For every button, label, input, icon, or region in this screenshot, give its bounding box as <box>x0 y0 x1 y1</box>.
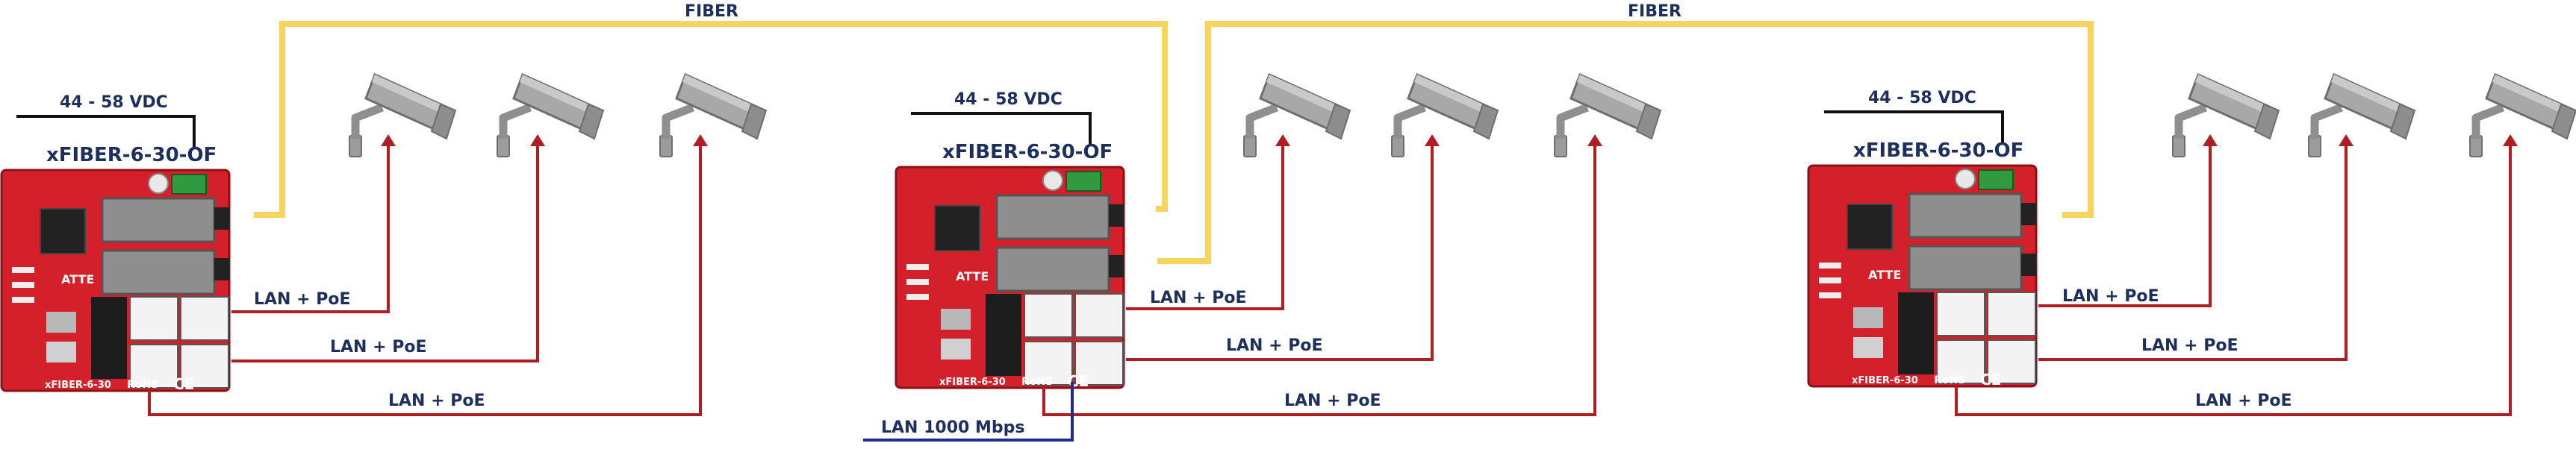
poe-line-3c <box>1955 142 2512 416</box>
camera-icon <box>1555 75 1661 157</box>
rohs-mark-3: RoHS <box>1934 374 1965 386</box>
uplink-line <box>863 382 1074 442</box>
poe-line-2b <box>1126 142 1434 361</box>
power-line-2 <box>911 112 1092 146</box>
poe-line-1b <box>231 142 539 362</box>
device-label-2: xFIBER-6-30-OF <box>942 141 1113 163</box>
board-print-3: xFIBER-6-30 <box>1852 375 1918 386</box>
camera-icon <box>2470 75 2576 157</box>
brand-logo-2: ATTE <box>956 269 989 283</box>
poe-lines <box>148 142 2512 416</box>
switch-board-1 <box>0 169 231 392</box>
poe-line-2a <box>1126 142 1284 310</box>
board-print-2: xFIBER-6-30 <box>939 377 1006 388</box>
poe-line-1c <box>148 142 702 416</box>
camera-icon <box>497 75 603 157</box>
brand-logo-3: ATTE <box>1868 268 1901 282</box>
poe-label-1c: LAN + PoE <box>388 392 485 410</box>
power-label-3: 44 - 58 VDC <box>1868 89 1976 107</box>
poe-label-1b: LAN + PoE <box>330 338 426 357</box>
fiber-link-1 <box>254 21 1168 218</box>
camera-icon <box>349 75 455 157</box>
switch-board-3 <box>1807 164 2038 388</box>
poe-label-1a: LAN + PoE <box>254 290 350 309</box>
camera-icon <box>1392 75 1498 157</box>
brand-logo-1: ATTE <box>61 272 94 286</box>
device-label-3: xFIBER-6-30-OF <box>1853 139 2023 162</box>
power-line-3 <box>1824 110 2004 143</box>
device-label-1: xFIBER-6-30-OF <box>46 144 217 166</box>
poe-arrowheads <box>381 134 2518 146</box>
poe-label-3a: LAN + PoE <box>2062 287 2159 306</box>
poe-label-3b: LAN + PoE <box>2141 336 2238 355</box>
poe-line-3a <box>2038 142 2212 307</box>
poe-label-2b: LAN + PoE <box>1226 336 1322 355</box>
poe-line-3b <box>2038 142 2348 361</box>
power-label-2: 44 - 58 VDC <box>954 90 1063 109</box>
fiber-links: FIBER FIBER <box>254 2 2094 264</box>
uplink-label: LAN 1000 Mbps <box>881 418 1025 437</box>
camera-icon <box>1244 75 1350 157</box>
power-label-1: 44 - 58 VDC <box>60 93 168 112</box>
fiber-link-2 <box>1157 21 2094 264</box>
power-lines: 44 - 58 VDC 44 - 58 VDC 44 - 58 VDC <box>16 89 2004 149</box>
camera-icon <box>2173 75 2279 157</box>
ce-mark-3: CE <box>1980 371 2001 389</box>
board-print-1: xFIBER-6-30 <box>45 380 111 391</box>
poe-label-3c: LAN + PoE <box>2195 392 2292 410</box>
poe-line-1a <box>231 142 390 313</box>
camera-icon <box>660 75 766 157</box>
rohs-mark-2: RoHS <box>1021 376 1053 388</box>
fiber-label-2: FIBER <box>1628 2 1681 21</box>
camera-icon <box>2309 75 2415 157</box>
poe-label-2a: LAN + PoE <box>1150 289 1246 307</box>
poe-line-2c <box>1042 142 1596 416</box>
poe-label-2c: LAN + PoE <box>1284 392 1381 410</box>
power-line-1 <box>16 115 196 149</box>
switch-board-2 <box>895 166 1125 389</box>
fiber-label-1: FIBER <box>685 2 738 21</box>
ce-mark-1: CE <box>173 375 194 393</box>
rohs-mark-1: RoHS <box>127 379 158 391</box>
